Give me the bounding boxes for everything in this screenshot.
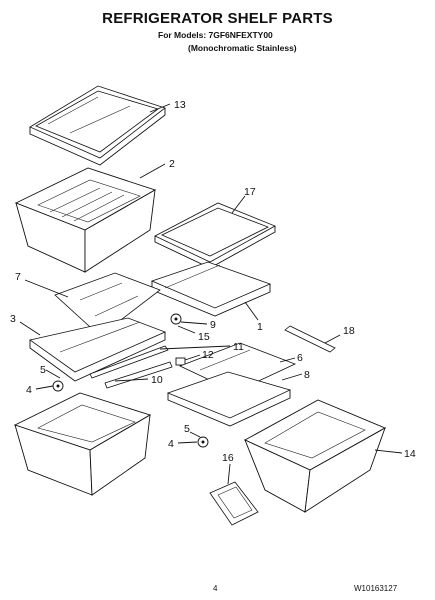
part-3-shelf-frame xyxy=(29,317,167,382)
variant-line: (Monochromatic Stainless) xyxy=(188,43,297,53)
part-1-shelf-frame xyxy=(150,261,272,317)
part-18-trim xyxy=(284,325,336,353)
part-2-crisper-bin xyxy=(14,167,157,273)
page-title: REFRIGERATOR SHELF PARTS xyxy=(102,10,333,27)
callout-11: 11 xyxy=(233,341,244,353)
part-17-glass-shelf xyxy=(154,202,276,269)
document-number: W10163127 xyxy=(354,584,398,593)
callout-6: 6 xyxy=(297,352,303,364)
lower-crisper-bin xyxy=(13,392,152,496)
page-number: 4 xyxy=(213,584,218,593)
callout-2: 2 xyxy=(169,158,175,170)
part-12-clip xyxy=(175,357,186,366)
callout-13: 13 xyxy=(174,99,186,111)
part-4-screw-right xyxy=(197,436,209,448)
callout-7: 7 xyxy=(15,271,21,283)
callout-1: 1 xyxy=(257,321,263,333)
callout-15: 15 xyxy=(198,331,210,343)
callout-14: 14 xyxy=(404,448,416,460)
callout-4-left: 4 xyxy=(26,384,32,396)
part-9-clip xyxy=(170,313,182,325)
models-line: For Models: 7GF6NFEXTY00 xyxy=(158,30,273,40)
callout-5-left: 5 xyxy=(40,364,46,376)
callout-8: 8 xyxy=(304,369,310,381)
part-11-rail xyxy=(89,345,169,379)
part-10-rail xyxy=(104,361,173,389)
callout-3: 3 xyxy=(10,313,16,325)
callout-9: 9 xyxy=(210,319,216,331)
part-7-glass-panel xyxy=(54,272,161,337)
leader-lines xyxy=(19,103,403,485)
callout-17: 17 xyxy=(244,186,256,198)
part-13-glass-shelf xyxy=(29,85,166,166)
callout-16: 16 xyxy=(222,452,234,464)
callout-4-right: 4 xyxy=(168,438,174,450)
part-14-pan xyxy=(244,399,387,513)
callout-12: 12 xyxy=(202,349,214,361)
part-8-shelf-frame xyxy=(166,371,292,427)
callout-5-right: 5 xyxy=(184,423,190,435)
callout-18: 18 xyxy=(343,325,355,337)
part-16-tray xyxy=(209,481,259,526)
callout-10: 10 xyxy=(151,374,163,386)
part-4-screw-left xyxy=(52,380,64,392)
callout-labels: 13 2 17 7 3 9 15 1 18 11 12 6 5 4 10 8 5… xyxy=(10,99,416,464)
